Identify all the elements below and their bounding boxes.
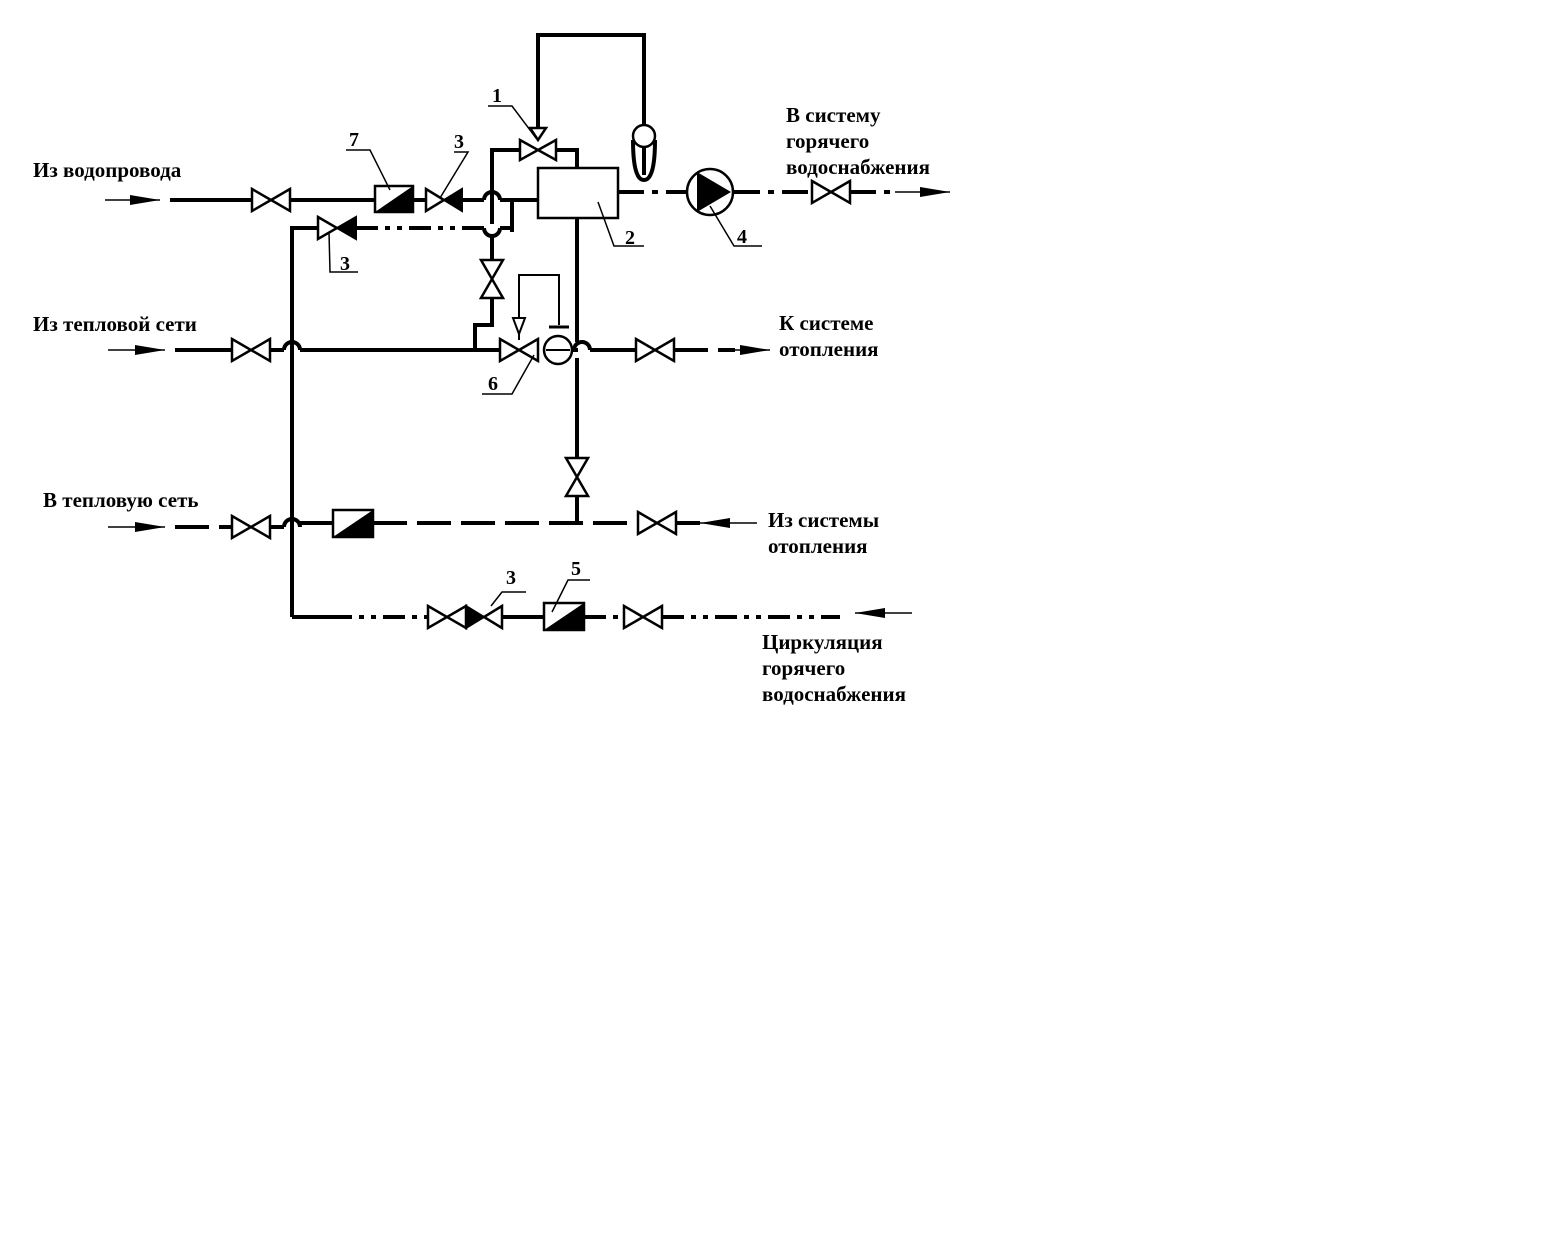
shutoff-valve-heating-return: [636, 509, 678, 537]
check-valve-3-circulation: [316, 214, 357, 242]
flow-regulator-6: [498, 274, 574, 366]
callout-3-bottom: 3: [506, 567, 516, 589]
callout-5: 5: [571, 558, 581, 580]
shutoff-valve-circulation-2: [622, 603, 664, 631]
label-to-hot-water-1: В систему: [786, 103, 881, 127]
callout-7: 7: [349, 129, 359, 151]
heat-meter: [331, 508, 375, 539]
water-main-line: [105, 195, 538, 205]
circulation-line: [292, 608, 912, 619]
water-heater-2: [536, 166, 620, 220]
callout-leaders: [328, 105, 762, 613]
label-from-heating-2: отопления: [768, 534, 868, 558]
heating-supply-line: [572, 340, 770, 355]
shutoff-valve-hot-water: [810, 178, 852, 206]
callout-6: 6: [488, 373, 498, 395]
heat-network-return-line: [108, 517, 757, 532]
callout-3-mid: 3: [340, 253, 350, 275]
label-to-hot-water-2: горячего: [786, 129, 869, 153]
label-from-water-main: Из водопровода: [33, 158, 182, 182]
label-to-heating-1: К системе: [779, 311, 873, 335]
callout-4: 4: [737, 226, 747, 248]
hot-water-outlet-line: [618, 187, 950, 197]
label-to-hot-water-3: водоснабжения: [786, 155, 930, 179]
shutoff-valve-water-main: [250, 186, 292, 214]
shutoff-valve-heat-supply: [230, 336, 272, 364]
label-to-heating-2: отопления: [779, 337, 879, 361]
label-circulation-3: водоснабжения: [762, 682, 906, 706]
heater-return-vertical: [563, 218, 591, 523]
circulation-pump-4: [685, 167, 735, 217]
temperature-regulator-1: [518, 33, 657, 183]
check-valve-3-top: [424, 186, 463, 214]
shutoff-valve-heat-return: [230, 513, 272, 541]
label-from-heating-1: Из системы: [768, 508, 879, 532]
check-valve-3-bottom: [465, 603, 504, 631]
callout-3-top: 3: [454, 131, 464, 153]
label-circulation-1: Циркуляция: [762, 630, 883, 654]
water-meter-5: [542, 601, 586, 632]
shutoff-valve-heating-supply: [634, 336, 676, 364]
callout-1: 1: [492, 85, 502, 107]
heat-network-supply-line: [108, 340, 500, 355]
callout-2: 2: [625, 227, 635, 249]
water-meter-7: [373, 184, 415, 214]
label-to-heat-network: В тепловую сеть: [43, 488, 199, 512]
shutoff-valve-circulation-1: [426, 603, 468, 631]
circulation-to-heater-line: [290, 226, 512, 617]
vertical-shutoff-valve-upper: [473, 236, 506, 350]
label-circulation-2: горячего: [762, 656, 845, 680]
label-from-heat-network: Из тепловой сети: [33, 312, 197, 336]
